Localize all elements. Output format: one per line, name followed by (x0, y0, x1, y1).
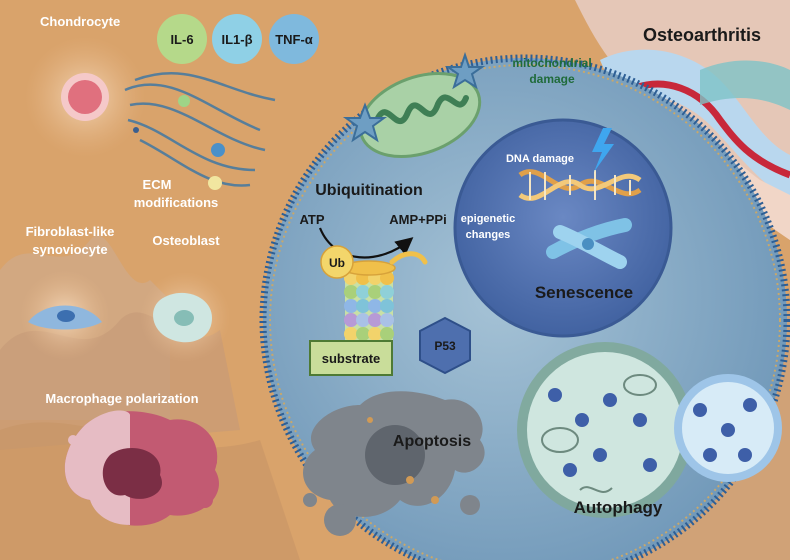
label-ubiquitination: Ubiquitination (315, 182, 423, 199)
ecm-dot-small (133, 127, 139, 133)
proteasome-icon (342, 251, 428, 342)
ubiquitination-arrow (318, 227, 414, 259)
label-p53: P53 (434, 339, 456, 353)
label-mito-line1: mitochondrial (512, 56, 591, 70)
label-fibroblast-line1: Fibroblast-like (26, 224, 115, 239)
substrate-box (309, 340, 393, 376)
autophagosome (517, 342, 782, 518)
label-dna-damage: DNA damage (506, 153, 574, 165)
label-apoptosis: Apoptosis (393, 433, 471, 450)
mitochondria-icon (342, 51, 486, 159)
label-chondrocyte: Chondrocyte (40, 14, 120, 29)
apoptotic-cell (303, 391, 485, 536)
label-amp: AMP+PPi (389, 212, 446, 227)
cytokine-tnfa-bubble (269, 14, 319, 64)
cytokine-il1b-bubble (212, 14, 262, 64)
label-substrate: substrate (322, 351, 381, 366)
p53-hexagon (419, 316, 471, 375)
label-epi-line2: changes (466, 229, 511, 241)
ecm-fibres (124, 72, 276, 187)
chromosome-icon (546, 218, 632, 269)
label-senescence: Senescence (535, 283, 633, 302)
label-ecm-line1: ECM (143, 177, 172, 192)
label-fibroblast-line2: synoviocyte (32, 242, 107, 257)
label-ub: Ub (329, 256, 345, 270)
label-epi-line1: epigenetic (461, 213, 515, 225)
dna-helix (518, 169, 642, 201)
cell-membrane (259, 54, 790, 560)
label-mito-line2: damage (529, 72, 575, 86)
label-autophagy: Autophagy (574, 498, 663, 517)
ecm-dot-yellow (208, 176, 222, 190)
label-il6: IL-6 (170, 32, 193, 47)
fibroblast-nucleus (57, 310, 75, 322)
label-osteoarthritis: Osteoarthritis (643, 25, 761, 45)
label-macrophage: Macrophage polarization (45, 391, 198, 406)
macrophage (64, 410, 219, 526)
cytokine-il6-bubble (157, 14, 207, 64)
label-atp: ATP (299, 212, 324, 227)
ecm-dot-green (178, 95, 190, 107)
osteoblast-nucleus (174, 310, 194, 326)
label-il1b: IL1-β (221, 32, 252, 47)
chondrocyte-nucleus (68, 80, 102, 114)
label-osteoblast: Osteoblast (152, 233, 220, 248)
label-ecm-line2: modifications (134, 195, 219, 210)
label-tnfa: TNF-α (275, 32, 313, 47)
ecm-dot-blue (211, 143, 225, 157)
cytokine-group (157, 14, 319, 64)
lightning-icon (592, 128, 614, 172)
ubiquitin-icon (320, 245, 354, 279)
cell-membrane-inner (269, 64, 781, 560)
